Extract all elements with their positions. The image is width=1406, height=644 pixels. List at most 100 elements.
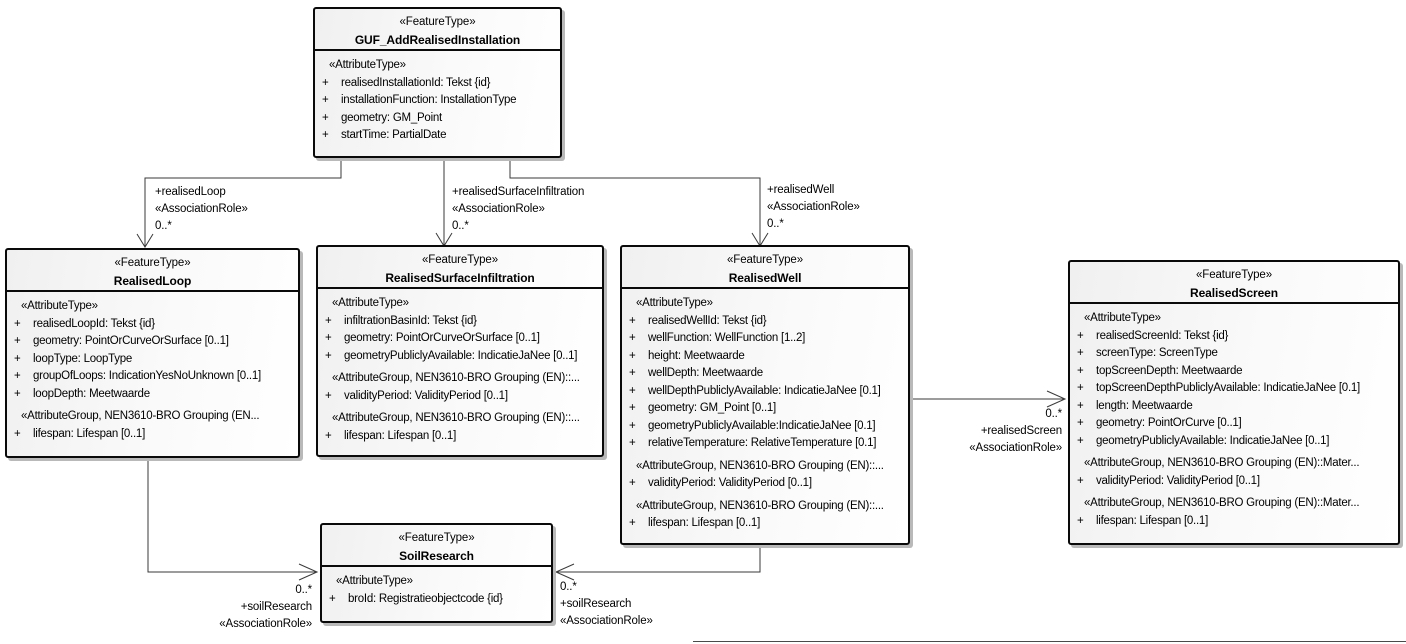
attributes-compartment: «AttributeType» +realisedInstallationId:… (315, 51, 560, 145)
assoc-multiplicity: 0..* (1045, 408, 1062, 420)
visibility-plus: + (14, 352, 21, 365)
attribute-text: height: Meetwaarde (648, 349, 745, 362)
attribute-text: geometryPubliclyAvailable:IndicatieJaNee… (648, 419, 876, 432)
attributes-compartment: «AttributeType» +realisedLoopId: Tekst {… (7, 292, 298, 443)
attribute-text: realisedInstallationId: Tekst {id} (341, 76, 491, 89)
assoc-stereotype: «AssociationRole» (969, 442, 1062, 454)
class-stereotype: «FeatureType» (726, 254, 804, 266)
class-title: «FeatureType» RealisedWell (622, 247, 908, 289)
attribute-text: wellDepth: Meetwaarde (648, 367, 763, 379)
attribute-text: geometry: GM_Point [0..1] (648, 402, 776, 414)
attribute-section: «AttributeType» +realisedScreenId: Tekst… (1073, 310, 1395, 450)
visibility-plus: + (325, 349, 332, 362)
section-header: «AttributeType» (332, 297, 409, 309)
class-stereotype: «FeatureType» (421, 254, 499, 266)
attributes-compartment: «AttributeType» + infiltrationBasinId: Te… (318, 289, 602, 445)
class-guf-add-realised-installation[interactable]: «FeatureType» GUF_AddRealisedInstallatio… (313, 7, 562, 158)
attribute-row: +topScreenDepthPubliclyAvailable: Indica… (1073, 380, 1395, 398)
assoc-label-realised-loop: +realisedLoop «AssociationRole» 0..* (155, 184, 248, 235)
attribute-text: validityPeriod: ValidityPeriod [0..1] (1096, 474, 1260, 487)
attribute-row: +startTime: PartialDate (318, 127, 557, 145)
section-header: «AttributeGroup, NEN3610-BRO Grouping (E… (1084, 457, 1360, 469)
attribute-text: realisedWellId: Tekst {id} (648, 314, 767, 327)
class-title: «FeatureType» GUF_AddRealisedInstallatio… (315, 9, 560, 51)
attribute-row: +lifespan: Lifespan [0..1] (625, 515, 905, 533)
attribute-text: validityPeriod: ValidityPeriod [0..1] (648, 477, 812, 489)
connector-soil-research-right (554, 545, 761, 581)
attribute-row: + geometry: GM_Point [0..1] (625, 400, 905, 418)
visibility-plus: + (322, 94, 329, 106)
attribute-row: +wellDepthPubliclyAvailable: IndicatieJa… (625, 383, 905, 401)
connector-realised-surface-infiltration (435, 158, 453, 247)
attribute-row: +relativeTemperature: RelativeTemperatur… (625, 435, 905, 453)
attribute-text: geometry: PointOrCurveOrSurface [0..1] (344, 332, 540, 344)
attribute-row: + geometry: PointOrCurveOrSurface [0..1] (321, 330, 599, 348)
visibility-plus: + (629, 419, 636, 432)
assoc-multiplicity: 0..* (155, 220, 172, 232)
section-header: «AttributeType» (336, 575, 413, 587)
class-realised-surface-infiltration[interactable]: «FeatureType» RealisedSurfaceInfiltratio… (316, 245, 604, 457)
attribute-section: «AttributeGroup, NEN3610-BRO Grouping (E… (1073, 455, 1395, 490)
section-header: «AttributeType» (636, 297, 713, 309)
attribute-section: «AttributeType» +realisedWellId: Tekst {… (625, 295, 905, 453)
attribute-text: loopType: LoopType (33, 352, 133, 365)
visibility-plus: + (1077, 474, 1084, 487)
class-soil-research[interactable]: «FeatureType» SoilResearch «AttributeTyp… (320, 523, 553, 623)
attribute-row: +validityPeriod: ValidityPeriod [0..1] (625, 475, 905, 493)
open-arrowhead-icon (1046, 390, 1067, 408)
attribute-row: +realisedLoopId: Tekst {id} (10, 316, 295, 334)
class-stereotype: «FeatureType» (1195, 269, 1273, 281)
class-name: RealisedSurfaceInfiltration (385, 271, 535, 285)
assoc-label-soil-research-left: 0..* +soilResearch «AssociationRole» (148, 582, 312, 633)
class-realised-screen[interactable]: «FeatureType» RealisedScreen «AttributeT… (1068, 260, 1400, 545)
attribute-row: +length: Meetwaarde (1073, 398, 1395, 416)
attribute-text: realisedLoopId: Tekst {id} (33, 317, 155, 330)
attribute-row: + loopType: LoopType (10, 351, 295, 369)
attribute-row: + realisedInstallationId: Tekst {id} (318, 75, 557, 93)
assoc-role: +soilResearch (560, 598, 632, 610)
assoc-label-soil-research-right: 0..* +soilResearch «AssociationRole» (560, 579, 653, 630)
visibility-plus: + (322, 111, 329, 124)
class-name: RealisedScreen (1190, 286, 1278, 300)
attribute-text: lifespan: Lifespan [0..1] (1096, 514, 1209, 527)
attribute-section: «AttributeType» + infiltrationBasinId: Te… (321, 295, 599, 365)
attribute-row: + geometry: GM_Point (318, 110, 557, 128)
attribute-section: «AttributeGroup, NEN3610-BRO Grouping (E… (321, 410, 599, 445)
class-realised-well[interactable]: «FeatureType» RealisedWell «AttributeTyp… (620, 245, 910, 545)
class-realised-loop[interactable]: «FeatureType» RealisedLoop «AttributeTyp… (5, 248, 300, 458)
attribute-section: «AttributeGroup, NEN3610-BRO Grouping (E… (1073, 495, 1395, 530)
attribute-text: geometry: GM_Point (341, 111, 442, 124)
attribute-section: «AttributeGroup, NEN3610-BRO Grouping (E… (625, 458, 905, 493)
visibility-plus: + (629, 402, 636, 414)
attribute-text: validityPeriod: ValidityPeriod [0..1] (344, 389, 508, 402)
assoc-role: +soilResearch (240, 601, 312, 613)
attribute-text: installationFunction: InstallationType (341, 94, 517, 106)
visibility-plus: + (629, 517, 636, 529)
attribute-text: topScreenDepthPubliclyAvailable: Indicat… (1096, 382, 1360, 394)
class-stereotype: «FeatureType» (398, 532, 475, 544)
bottom-frame-line (693, 641, 1406, 642)
visibility-plus: + (322, 76, 329, 89)
attribute-row: +geometryPubliclyAvailable: IndicatieJaN… (321, 348, 599, 366)
visibility-plus: + (325, 389, 332, 402)
attribute-text: infiltrationBasinId: Tekst {id} (344, 314, 477, 327)
attribute-section: «AttributeGroup, NEN3610-BRO Grouping (E… (625, 498, 905, 533)
attribute-row: +wellDepth: Meetwaarde (625, 365, 905, 383)
class-name: SoilResearch (399, 549, 474, 563)
assoc-label-realised-well: +realisedWell «AssociationRole» 0..* (767, 182, 860, 233)
attribute-row: + validityPeriod: ValidityPeriod [0..1] (1073, 473, 1395, 491)
visibility-plus: + (325, 332, 332, 344)
visibility-plus: + (1077, 434, 1084, 447)
attribute-row: + installationFunction: InstallationType (318, 92, 557, 110)
attribute-row: +lifespan: Lifespan [0..1] (321, 428, 599, 446)
attribute-text: geometry: PointOrCurve [0..1] (1096, 417, 1242, 429)
attribute-row: +realisedWellId: Tekst {id} (625, 313, 905, 331)
visibility-plus: + (629, 349, 636, 362)
attribute-row: +lifespan: Lifespan [0..1] (10, 426, 295, 444)
section-header: «AttributeGroup, NEN3610-BRO Grouping (E… (636, 499, 884, 512)
attribute-row: + validityPeriod: ValidityPeriod [0..1] (321, 388, 599, 406)
attribute-text: realisedScreenId: Tekst {id} (1096, 329, 1229, 342)
visibility-plus: + (1077, 364, 1084, 377)
assoc-multiplicity: 0..* (452, 220, 469, 232)
